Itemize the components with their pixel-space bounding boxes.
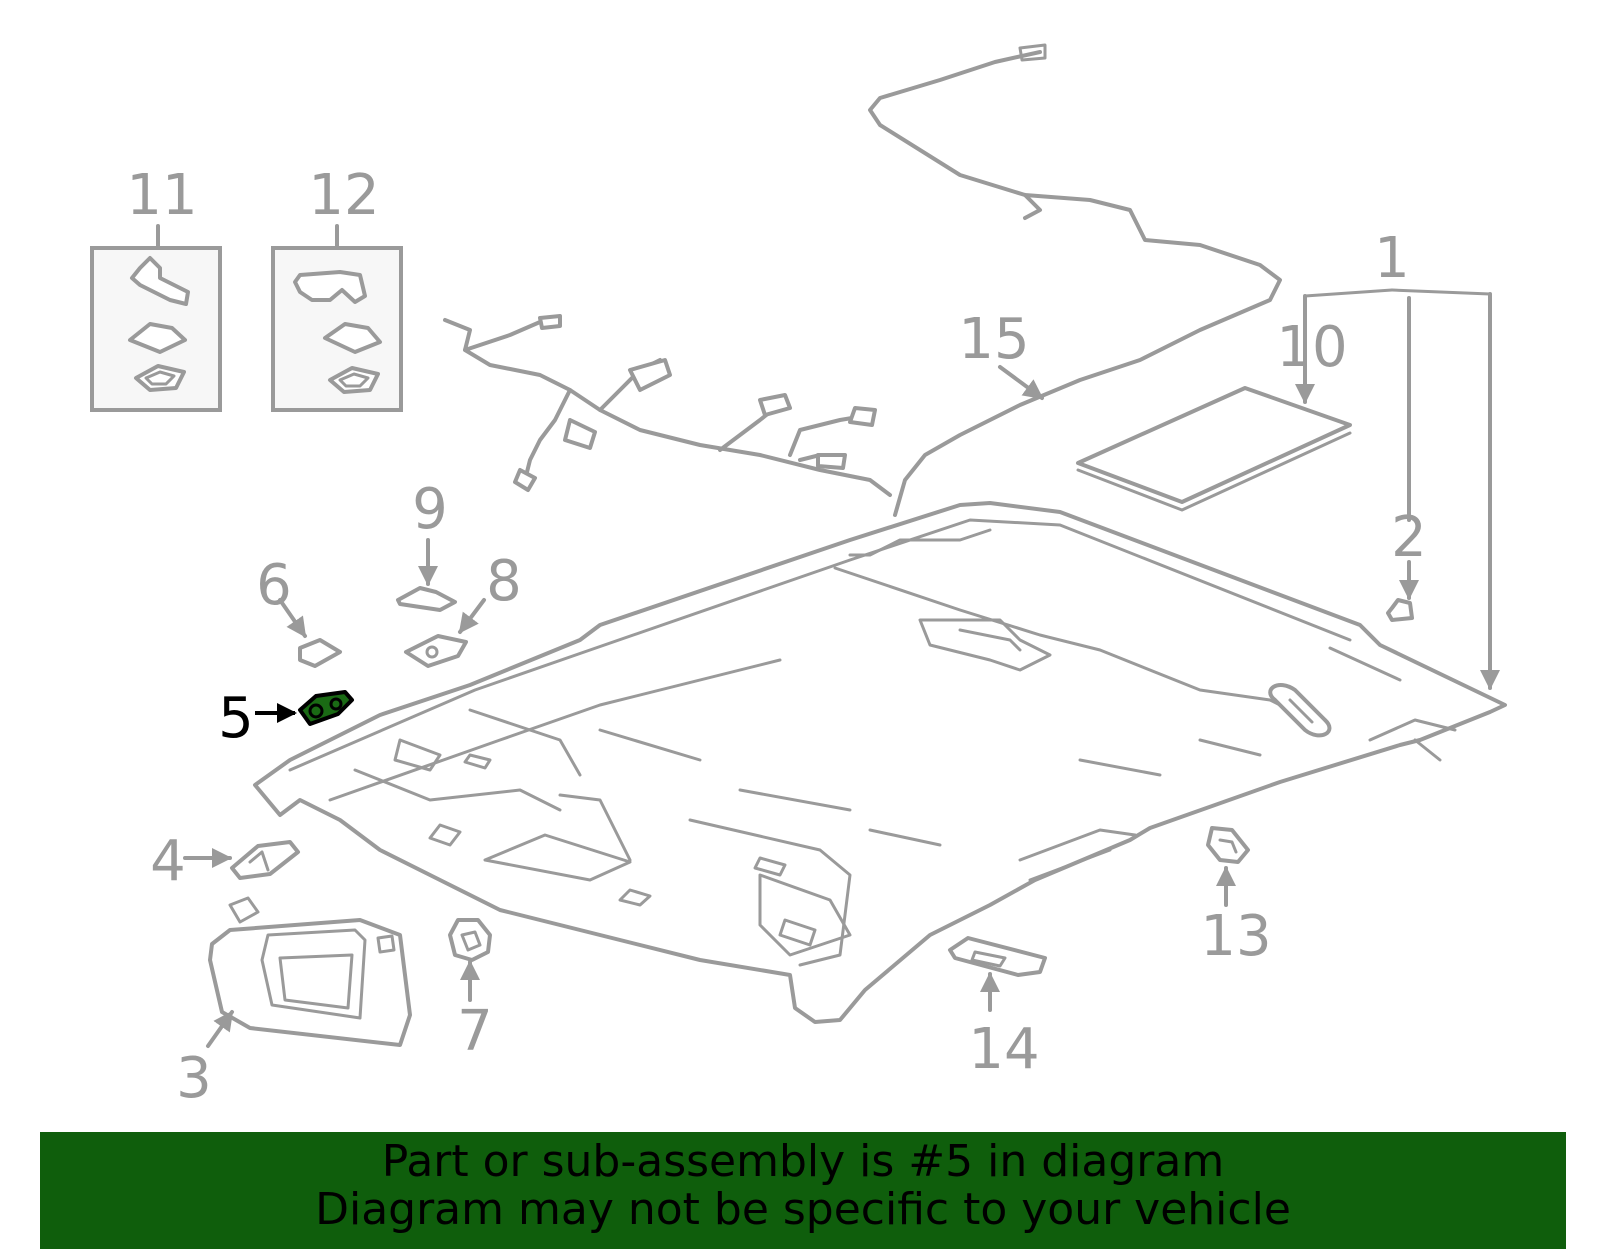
banner-line-2: Diagram may not be specific to your vehi…	[315, 1184, 1291, 1235]
callout-4: 4	[150, 829, 186, 894]
callout-10: 10	[1276, 315, 1347, 380]
banner-line-1: Part or sub-assembly is #5 in diagram	[381, 1136, 1225, 1187]
leader-lines	[156, 224, 1500, 1048]
disclaimer-banner: Part or sub-assembly is #5 in diagram Di…	[40, 1132, 1566, 1249]
wire-harness-part-15	[868, 43, 1282, 517]
part-13	[1206, 826, 1250, 864]
callout-1: 1	[1374, 226, 1410, 291]
part-9	[396, 586, 457, 612]
headliner-part-1	[253, 501, 1507, 1024]
callout-9: 9	[412, 477, 448, 542]
callout-12: 12	[308, 163, 379, 228]
clip-part-2	[1386, 598, 1414, 622]
kit-box-11	[90, 246, 222, 412]
callout-8: 8	[486, 549, 522, 614]
part-8	[404, 634, 468, 668]
part-4	[230, 840, 300, 880]
callout-7: 7	[457, 999, 493, 1064]
part-5-highlighted	[298, 690, 354, 726]
sun-visor-part-3	[208, 896, 412, 1047]
kit-box-12	[271, 246, 403, 412]
callout-2: 2	[1391, 505, 1427, 570]
callout-13: 13	[1200, 904, 1271, 969]
callout-3: 3	[176, 1046, 212, 1111]
part-14	[948, 936, 1047, 977]
callout-15: 15	[958, 307, 1029, 372]
callout-14: 14	[968, 1017, 1039, 1082]
panel-part-10	[1076, 386, 1352, 512]
part-6	[298, 638, 342, 668]
callout-5: 5	[218, 686, 254, 751]
center-wire-harness	[443, 314, 892, 497]
callout-11: 11	[126, 163, 197, 228]
callout-6: 6	[256, 553, 292, 618]
part-7	[448, 918, 492, 962]
